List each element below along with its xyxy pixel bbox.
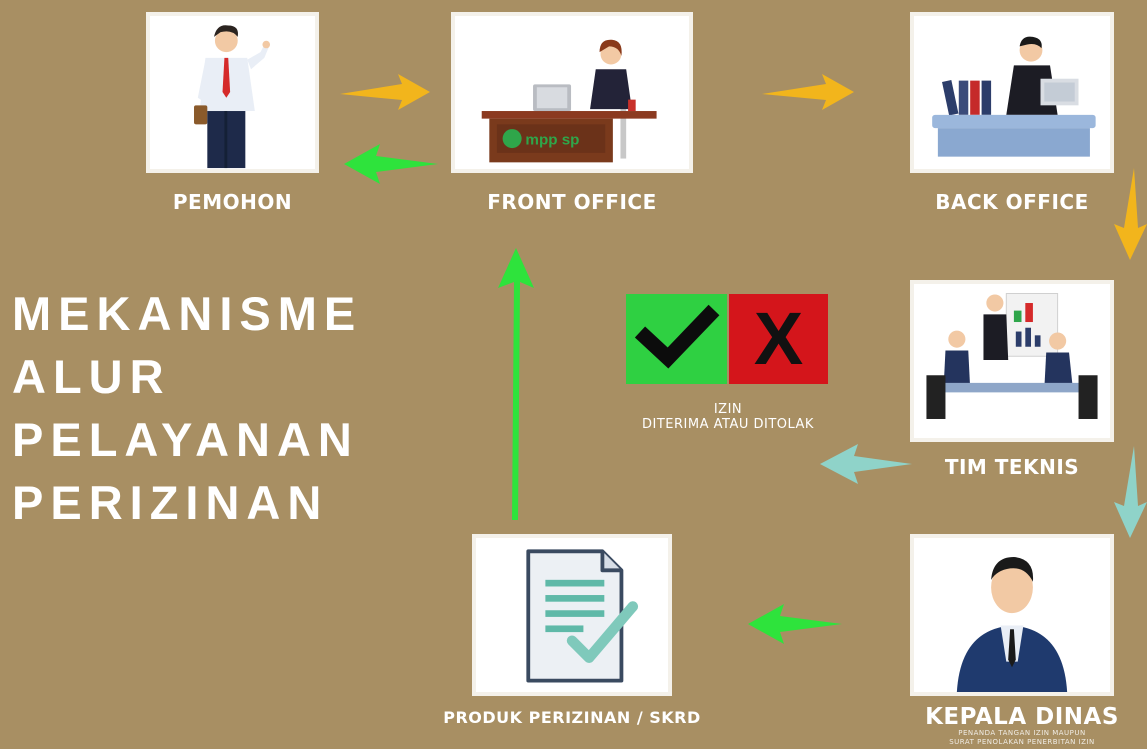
diagram-title: MEKANISME ALUR PELAYANAN PERIZINAN — [12, 282, 362, 534]
arrow-tim-teknis-to-decision — [820, 444, 912, 484]
pemohon-box — [146, 12, 319, 173]
mpp-logo-text: mpp sp — [525, 131, 579, 148]
reject-x-icon: X — [753, 297, 804, 380]
arrow-kepala-dinas-to-produk — [748, 604, 842, 644]
title-line-4: PERIZINAN — [12, 476, 329, 529]
arrow-back-office-to-tim-teknis — [1114, 168, 1147, 260]
back-office-label: BACK OFFICE — [935, 190, 1089, 214]
checkmark-icon — [634, 304, 720, 369]
kepala-dinas-subtitle-line-1: PENANDA TANGAN IZIN MAUPUN — [958, 729, 1086, 737]
title-line-1: MEKANISME — [12, 287, 363, 340]
kepala-dinas-illustration — [915, 538, 1109, 692]
title-line-3: PELAYANAN — [12, 413, 359, 466]
document-check-icon — [476, 538, 668, 692]
kepala-dinas-label: KEPALA DINAS — [925, 704, 1119, 730]
arrow-tim-teknis-to-kepala-dinas — [1114, 446, 1147, 538]
produk-label: PRODUK PERIZINAN / SKRD — [443, 708, 701, 727]
tim-teknis-illustration — [915, 284, 1109, 438]
back-office-box — [910, 12, 1114, 173]
decision-label: IZIN DITERIMA ATAU DITOLAK — [598, 402, 858, 432]
produk-box — [472, 534, 672, 696]
decision-label-line-1: IZIN — [713, 402, 743, 417]
arrow-produk-to-front-office — [494, 248, 538, 520]
pemohon-label: PEMOHON — [172, 190, 293, 214]
arrow-front-office-to-back-office — [762, 74, 854, 110]
tim-teknis-box — [910, 280, 1114, 442]
front-office-box: mpp sp — [451, 12, 693, 173]
kepala-dinas-subtitle-line-2: SURAT PENOLAKAN PENERBITAN IZIN — [949, 738, 1095, 746]
accept-box — [626, 294, 727, 384]
tim-teknis-label: TIM TEKNIS — [944, 455, 1080, 479]
title-line-2: ALUR — [12, 350, 171, 403]
decision-label-line-2: DITERIMA ATAU DITOLAK — [642, 417, 814, 432]
back-office-illustration — [915, 16, 1109, 169]
kepala-dinas-box — [910, 534, 1114, 696]
applicant-illustration — [150, 16, 315, 169]
reject-box: X — [729, 294, 828, 384]
front-office-illustration: mpp sp — [457, 16, 687, 169]
kepala-dinas-subtitle: PENANDA TANGAN IZIN MAUPUN SURAT PENOLAK… — [902, 729, 1142, 747]
arrow-front-office-to-pemohon — [344, 144, 438, 184]
arrow-pemohon-to-front-office — [340, 74, 430, 110]
front-office-label: FRONT OFFICE — [487, 190, 657, 214]
